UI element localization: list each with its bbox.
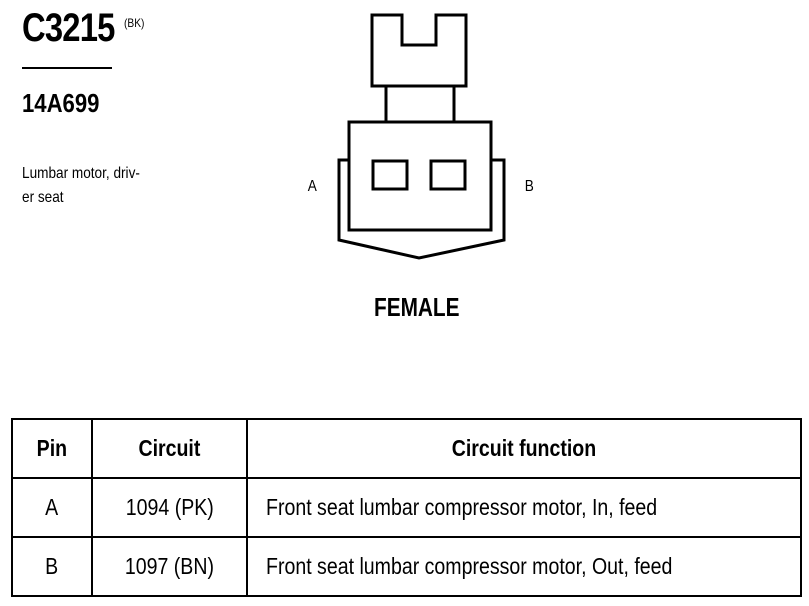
pin-assignment-table: Pin Circuit Circuit function A 1094 (PK)… xyxy=(11,418,802,597)
header-function: Circuit function xyxy=(246,418,802,479)
header-circuit: Circuit xyxy=(91,418,248,479)
connector-color-code: (BK) xyxy=(124,16,145,30)
connector-body xyxy=(347,120,493,232)
connector-id: C3215 xyxy=(22,6,115,50)
connector-gender-label: FEMALE xyxy=(374,292,460,322)
table-row: A 1094 (PK) Front seat lumbar compressor… xyxy=(11,477,802,538)
connector-neck xyxy=(384,84,456,124)
connector-latch xyxy=(370,13,468,88)
cell-circuit: 1097 (BN) xyxy=(91,536,248,597)
cell-pin: B xyxy=(11,536,93,597)
title-divider xyxy=(22,67,112,69)
connector-diagram xyxy=(337,13,506,260)
cell-function: Front seat lumbar compressor motor, Out,… xyxy=(246,536,802,597)
connector-description: Lumbar motor, driv-er seat xyxy=(22,165,140,206)
connector-shroud xyxy=(337,158,506,260)
cell-pin: A xyxy=(11,477,93,538)
pin-label-a: A xyxy=(307,178,317,195)
header-pin: Pin xyxy=(11,418,93,479)
terminal-cavity-b xyxy=(429,159,467,191)
cell-circuit: 1094 (PK) xyxy=(91,477,248,538)
cell-function: Front seat lumbar compressor motor, In, … xyxy=(246,477,802,538)
pin-label-b: B xyxy=(524,178,534,195)
terminal-cavity-a xyxy=(371,159,409,191)
table-row: B 1097 (BN) Front seat lumbar compressor… xyxy=(11,536,802,597)
table-header-row: Pin Circuit Circuit function xyxy=(11,418,802,479)
part-number: 14A699 xyxy=(22,88,100,118)
